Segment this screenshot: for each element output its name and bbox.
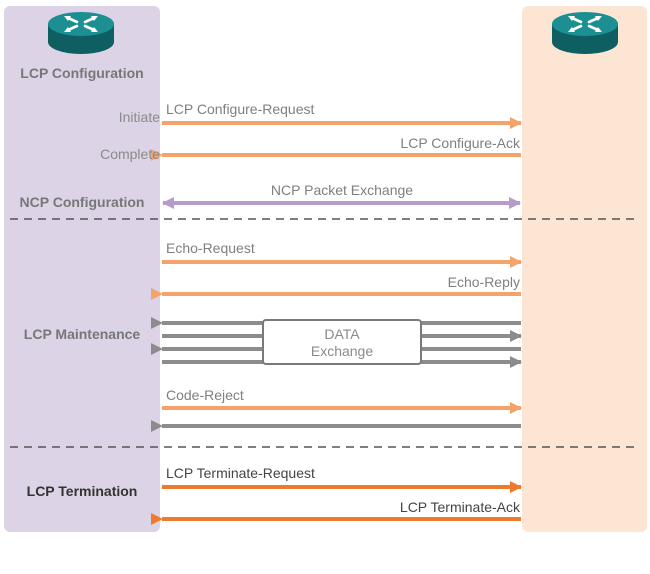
router-icon bbox=[552, 12, 618, 54]
phase-label-lcp-termination: LCP Termination bbox=[26, 483, 138, 499]
data-exchange-line1: DATA bbox=[324, 326, 360, 342]
phase-label-lcp-configuration: LCP Configuration bbox=[20, 65, 144, 81]
message-echo-request: Echo-Request bbox=[166, 240, 255, 256]
message-ncp-exchange: NCP Packet Exchange bbox=[270, 182, 414, 198]
data-exchange-line2: Exchange bbox=[310, 343, 374, 359]
message-configure-ack: LCP Configure-Ack bbox=[400, 135, 520, 151]
phase-label-lcp-maintenance: LCP Maintenance bbox=[23, 326, 141, 342]
message-echo-reply: Echo-Reply bbox=[447, 274, 520, 290]
message-configure-request: LCP Configure-Request bbox=[166, 101, 315, 117]
right-device-panel bbox=[522, 6, 647, 532]
left-device-panel bbox=[4, 6, 160, 532]
message-terminate-request: LCP Terminate-Request bbox=[166, 465, 315, 481]
step-label-complete: Complete bbox=[100, 146, 160, 162]
router-icon bbox=[48, 12, 114, 54]
message-terminate-ack: LCP Terminate-Ack bbox=[399, 499, 520, 515]
step-label-initiate: Initiate bbox=[118, 109, 160, 125]
data-exchange-box: DATA Exchange bbox=[262, 319, 422, 365]
phase-label-ncp-configuration: NCP Configuration bbox=[19, 194, 145, 210]
message-code-reject: Code-Reject bbox=[166, 387, 244, 403]
